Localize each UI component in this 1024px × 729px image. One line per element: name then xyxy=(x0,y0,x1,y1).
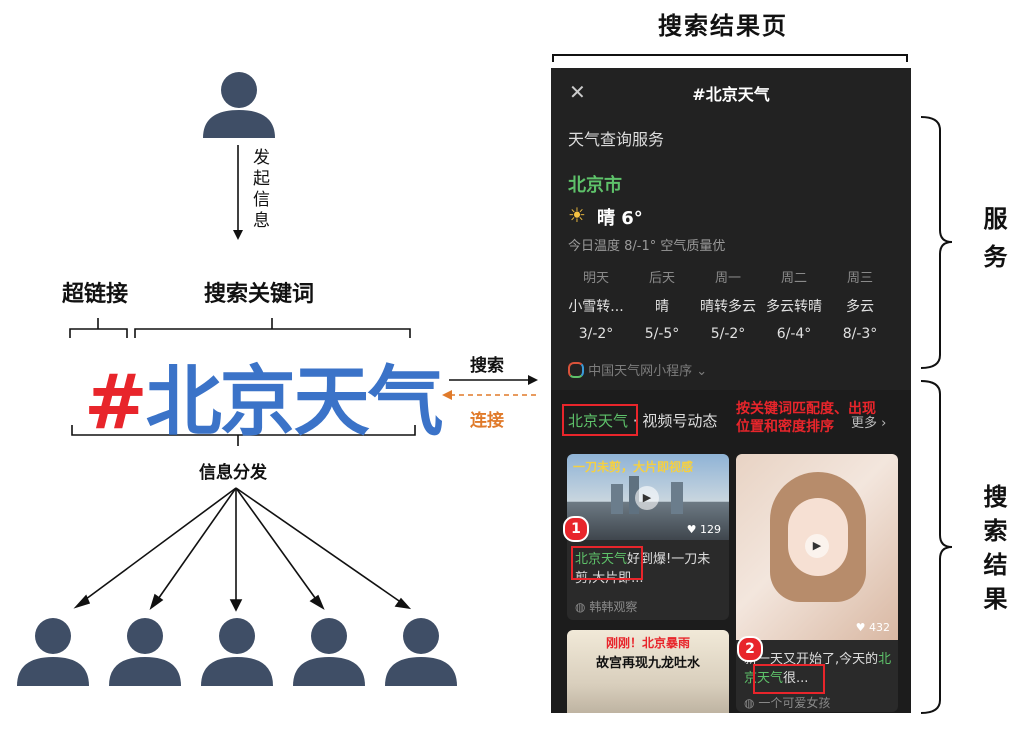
service-bracket xyxy=(920,116,953,369)
video-thumbnail-3: 刚刚！北京暴雨 故宫再现九龙吐水 xyxy=(567,630,729,713)
forecast-temperature: 6/-4° xyxy=(776,326,812,342)
sun-icon: ☀ xyxy=(568,203,586,227)
keyword-highlight-box-1 xyxy=(571,546,643,580)
video-thumbnail-2: ▶ ♥ 432 xyxy=(736,454,898,640)
search-arrow-label: 搜索 xyxy=(470,356,504,376)
video-author-2: ◍ 一个可爱女孩 xyxy=(744,694,830,711)
service-title: 天气查询服务 xyxy=(568,130,665,149)
forecast-day-label: 后天 xyxy=(648,271,675,286)
receiver-person-icon xyxy=(385,618,457,686)
likes-value-2: 432 xyxy=(869,621,890,634)
building-shape xyxy=(629,476,639,514)
forecast-condition: 晴转多云 xyxy=(700,299,756,315)
forecast-temperature: 5/-5° xyxy=(644,326,680,342)
connect-arrow-label: 连接 xyxy=(470,411,504,431)
video-title-pre-2: 新一天又开始了,今天的 xyxy=(744,652,879,667)
play-icon[interactable]: ▶ xyxy=(635,486,659,510)
forecast-temperature: 3/-2° xyxy=(578,326,614,342)
author-avatar-icon: ◍ xyxy=(744,696,755,710)
more-label: 更多 xyxy=(851,416,878,431)
initiate-label: 发起信息 xyxy=(249,148,269,232)
today-summary: 今日温度 8/-1° 空气质量优 xyxy=(568,239,726,254)
hashtag-text: #北京天气 xyxy=(84,340,444,450)
city-name[interactable]: 北京市 xyxy=(568,175,622,196)
building-shape xyxy=(671,482,683,514)
author-name-1: 韩韩观察 xyxy=(589,600,638,614)
play-icon[interactable]: ▶ xyxy=(805,534,829,558)
building-shape xyxy=(611,484,623,514)
distribute-arrows xyxy=(73,487,412,612)
heart-icon: ♥ xyxy=(686,523,697,536)
search-arrow-head xyxy=(528,375,538,385)
service-section: ✕ #北京天气 天气查询服务 北京市 ☀ 晴 6° 今日温度 8/-1° 空气质… xyxy=(551,68,911,390)
video-author-1: ◍ 韩韩观察 xyxy=(575,598,637,615)
distribute-label: 信息分发 xyxy=(199,463,267,483)
chevron-right-icon: › xyxy=(881,416,887,431)
video-title-post-2: 很... xyxy=(783,671,809,686)
chevron-down-icon: ⌄ xyxy=(696,364,708,379)
author-name-2: 一个可爱女孩 xyxy=(758,696,831,710)
receiver-person-icon xyxy=(201,618,273,686)
rank-badge-1: 1 xyxy=(563,516,589,542)
search-keyword-label: 搜索关键词 xyxy=(204,281,315,307)
receiver-person-icon xyxy=(293,618,365,686)
video-card-1[interactable]: 一刀未剪，大片即视感 ▶ ♥ 129 北京天气好到爆!一刀未剪,大片即... ◍… xyxy=(567,454,729,620)
heart-icon: ♥ xyxy=(855,621,866,634)
connect-arrow-head xyxy=(442,390,452,400)
forecast-temperature: 5/-2° xyxy=(710,326,746,342)
likes-count-2: ♥ 432 xyxy=(856,621,890,634)
hyperlink-label: 超链接 xyxy=(62,281,129,307)
forecast-condition: 小雪转... xyxy=(568,299,624,315)
receiver-person-icon xyxy=(17,618,89,686)
mini-program-icon xyxy=(568,362,584,378)
hashtag-keyword: 北京天气 xyxy=(145,357,444,446)
forecast-day-2: 后天晴 5/-5° xyxy=(629,267,695,342)
video-thumbnail-1: 一刀未剪，大片即视感 ▶ ♥ 129 xyxy=(567,454,729,540)
thumb-caption-3a: 刚刚！北京暴雨 xyxy=(605,636,690,650)
header-title: #北京天气 xyxy=(692,85,770,104)
forecast-condition: 晴 xyxy=(655,299,669,315)
forecast-condition: 多云转晴 xyxy=(766,299,822,315)
forecast-day-1: 明天小雪转... 3/-2° xyxy=(563,267,629,342)
keyword-highlight-box-2 xyxy=(753,664,825,694)
author-avatar-icon: ◍ xyxy=(575,600,586,614)
video-card-3[interactable]: 刚刚！北京暴雨 故宫再现九龙吐水 xyxy=(567,630,729,713)
forecast-condition: 多云 xyxy=(846,299,874,315)
page-title: 搜索结果页 xyxy=(658,11,788,40)
forecast-day-4: 周二多云转晴 6/-4° xyxy=(761,267,827,342)
search-result-screen: ✕ #北京天气 天气查询服务 北京市 ☀ 晴 6° 今日温度 8/-1° 空气质… xyxy=(551,68,911,713)
mini-program-label: 中国天气网小程序 xyxy=(588,364,693,379)
sort-annotation: 按关键词匹配度、出现位置和密度排序 xyxy=(736,401,876,435)
forecast-day-5: 周三多云 8/-3° xyxy=(827,267,893,342)
close-icon[interactable]: ✕ xyxy=(569,80,586,104)
likes-value-1: 129 xyxy=(700,523,721,536)
video-keyword: 北京天气 xyxy=(568,412,629,430)
forecast-day-label: 周二 xyxy=(780,271,807,286)
more-link[interactable]: 更多 › xyxy=(851,412,886,431)
hash-symbol: # xyxy=(84,357,148,446)
likes-count-1: ♥ 129 xyxy=(687,523,721,536)
thumb-caption-3b: 故宫再现九龙吐水 xyxy=(595,656,700,671)
sender-person-icon xyxy=(203,72,275,138)
forecast-day-label: 明天 xyxy=(582,271,609,286)
service-label: 服务 xyxy=(979,206,1008,282)
current-weather: 晴 6° xyxy=(597,208,643,229)
video-section-suffix: · 视频号动态 xyxy=(632,412,718,430)
forecast-day-label: 周三 xyxy=(846,271,873,286)
rank-badge-2: 2 xyxy=(737,636,763,662)
video-title-keyword-1: 北京天气 xyxy=(575,552,628,567)
mini-program-link[interactable]: 中国天气网小程序 ⌄ xyxy=(568,360,707,379)
keyword-highlight-box xyxy=(562,404,638,436)
forecast-temperature: 8/-3° xyxy=(842,326,878,342)
thumb-caption-1: 一刀未剪，大片即视感 xyxy=(573,460,694,474)
forecast-row: 明天小雪转... 3/-2° 后天晴 5/-5° 周一晴转多云 5/-2° 周二多云转晴 6/… xyxy=(551,267,911,347)
video-section-header[interactable]: 北京天气 · 视频号动态 xyxy=(568,410,717,431)
forecast-day-label: 周一 xyxy=(714,271,741,286)
video-card-2[interactable]: ▶ ♥ 432 新一天又开始了,今天的北京天气很... ◍ 一个可爱女孩 xyxy=(736,454,898,712)
receiver-person-icon xyxy=(109,618,181,686)
results-bracket xyxy=(920,380,953,714)
forecast-day-3: 周一晴转多云 5/-2° xyxy=(695,267,761,342)
search-results-label: 搜索结果 xyxy=(979,484,1008,620)
